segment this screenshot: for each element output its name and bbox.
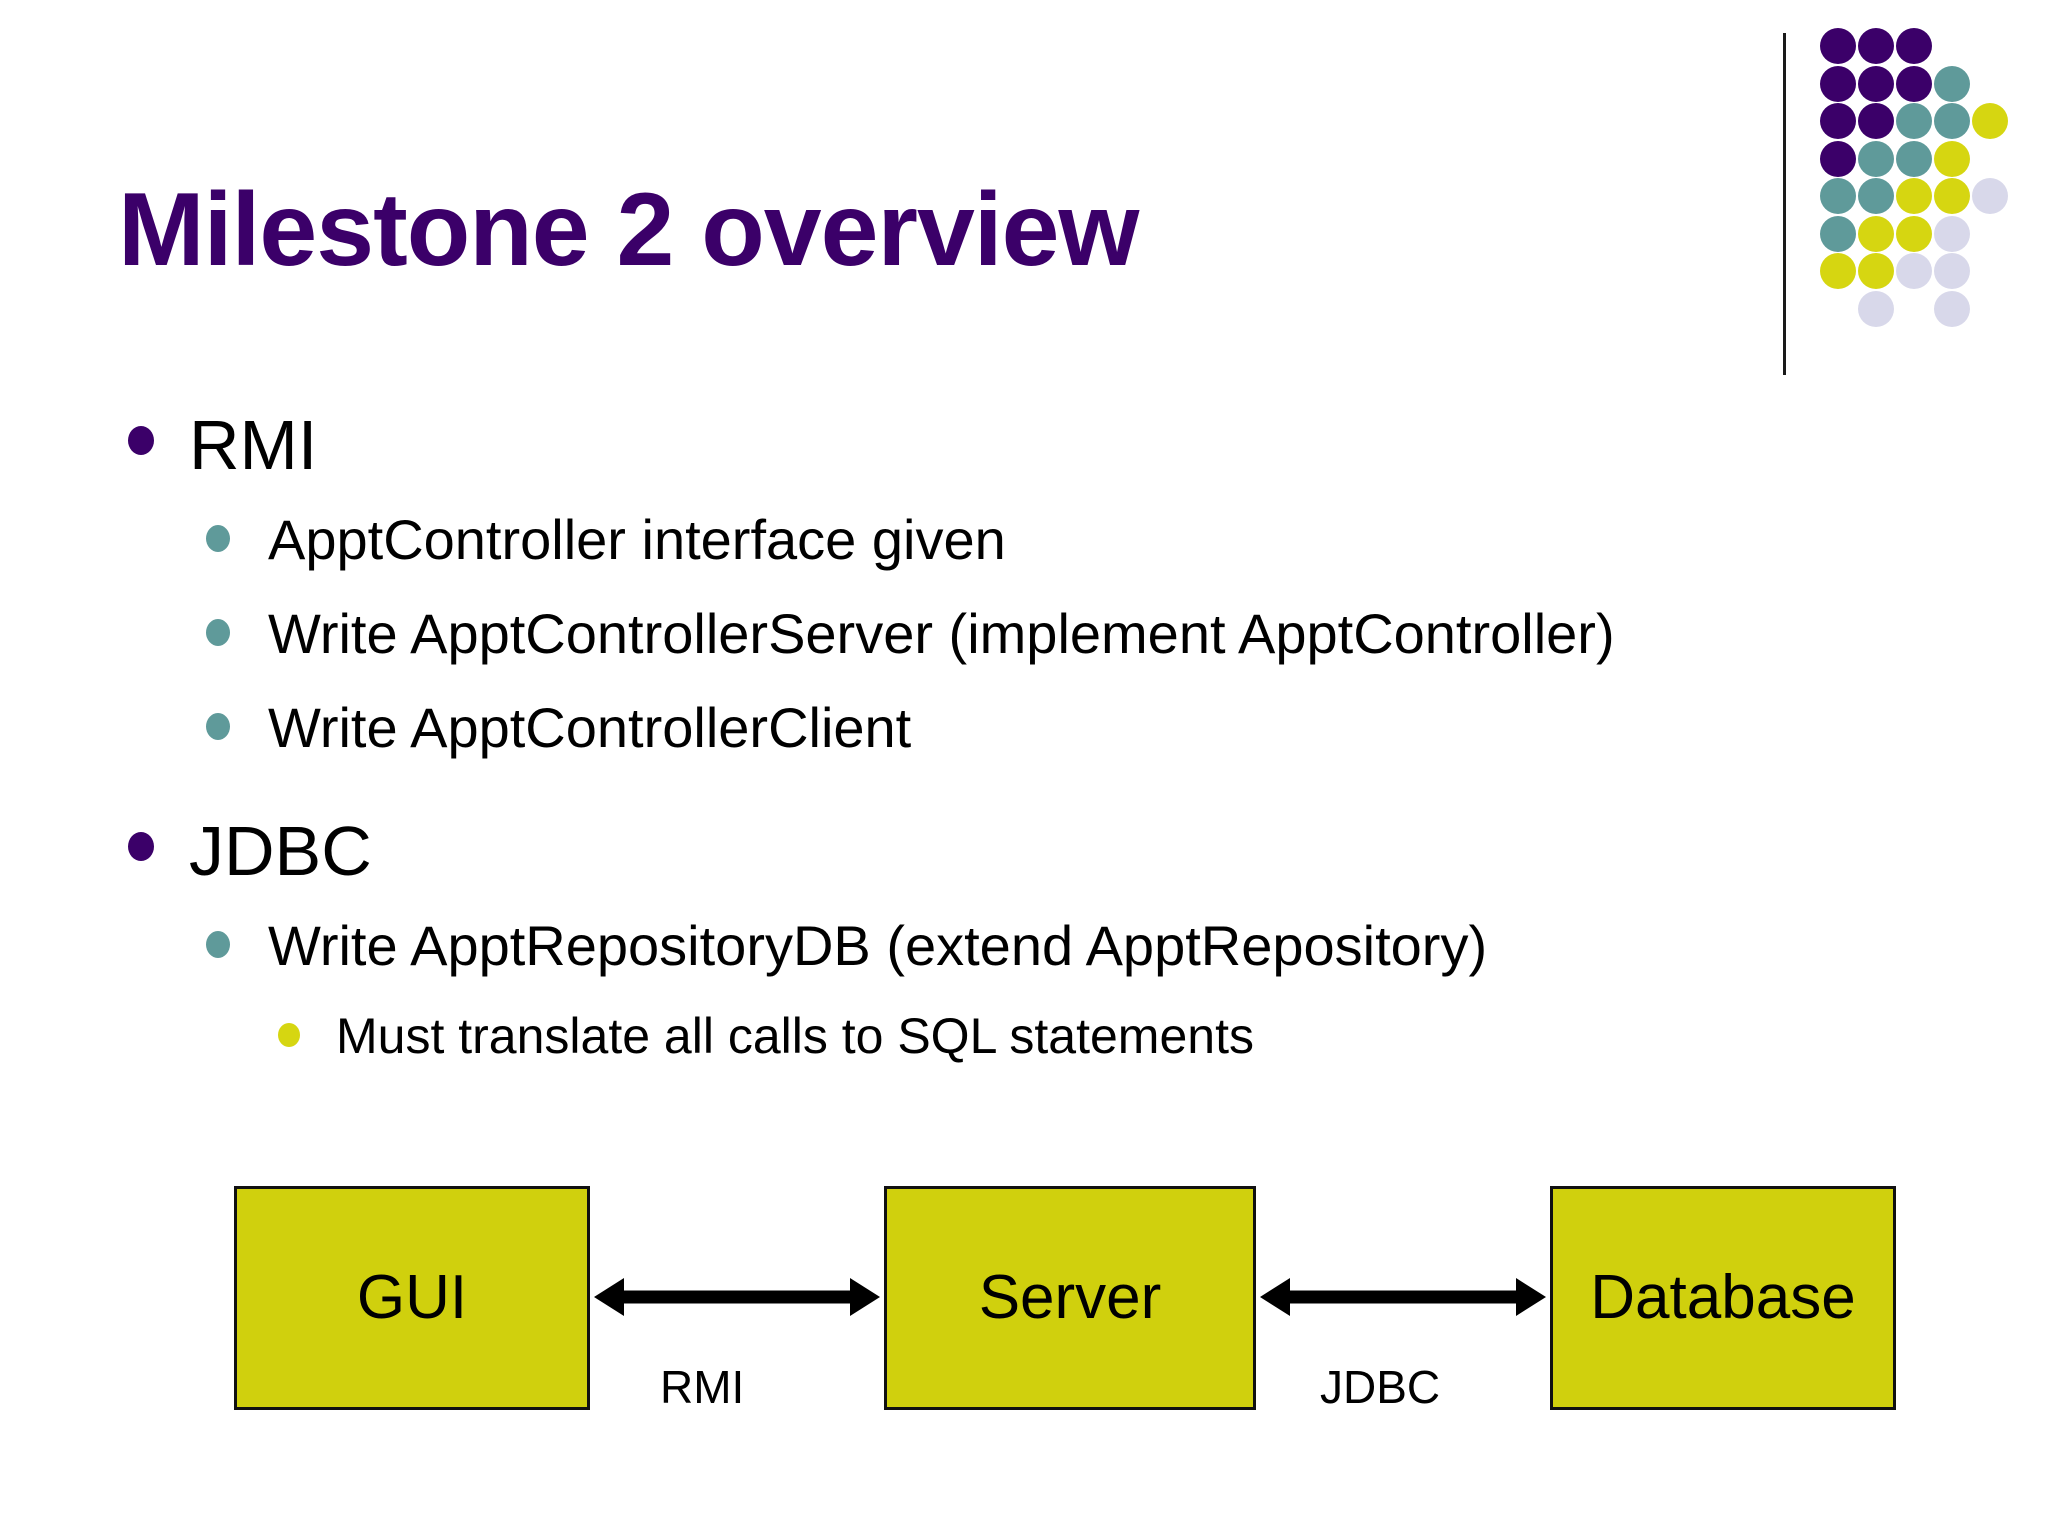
- diagram-box-gui[interactable]: GUI: [234, 1186, 590, 1410]
- bullet-label: Write ApptControllerClient: [268, 696, 912, 759]
- logo-dot-teal: [1934, 103, 1970, 139]
- logo-dot-yellow: [1858, 215, 1894, 252]
- diagram-box-label: Database: [1590, 1263, 1856, 1332]
- bullet-label: Write ApptRepositoryDB (extend ApptRepos…: [268, 914, 1488, 977]
- logo-dot-purple: [1820, 65, 1856, 102]
- logo-dot-purple: [1820, 103, 1856, 139]
- logo-dot-lavender: [1934, 253, 1970, 289]
- diagram-box-label: Server: [978, 1263, 1162, 1332]
- bullet-marker-yellow-icon: [278, 1023, 300, 1047]
- logo-dot-lavender: [1934, 290, 1970, 327]
- bullet-item-write-apptcontrollerclient: Write ApptControllerClient: [108, 686, 2008, 778]
- logo-dot-purple: [1896, 65, 1932, 102]
- logo-dot-yellow: [1934, 140, 1970, 177]
- bullet-item-apptcontroller-interface: ApptController interface given: [108, 498, 2008, 590]
- logo-dot-teal: [1934, 65, 1970, 102]
- bullet-label: Must translate all calls to SQL statemen…: [336, 1008, 1254, 1064]
- logo-dot-teal: [1820, 178, 1856, 214]
- logo-dot-purple: [1858, 28, 1894, 64]
- logo-dot-yellow: [1896, 178, 1932, 214]
- logo-dot-yellow: [1896, 215, 1932, 252]
- logo-dot-yellow: [1934, 178, 1970, 214]
- logo-dot-teal: [1858, 140, 1894, 177]
- logo-dot-lavender: [1934, 215, 1970, 252]
- diagram-box-database[interactable]: Database: [1550, 1186, 1896, 1410]
- bullet-label: JDBC: [189, 812, 372, 890]
- bullet-marker-teal-icon: [206, 525, 230, 552]
- bullet-item-write-apptcontrollerserver: Write ApptControllerServer (implement Ap…: [108, 592, 2008, 684]
- logo-dot-yellow: [1972, 103, 2008, 139]
- logo-dot-purple: [1820, 140, 1856, 177]
- bullet-item-rmi: RMI: [108, 400, 2008, 496]
- logo-dot-lavender: [1972, 178, 2008, 214]
- logo-dot-teal: [1858, 178, 1894, 214]
- diagram-arrow-jdbc-icon: [1260, 1278, 1546, 1316]
- bullet-label: Write ApptControllerServer (implement Ap…: [268, 602, 1615, 665]
- logo-vertical-rule: [1783, 33, 1786, 375]
- page-title: Milestone 2 overview: [118, 172, 1139, 288]
- bullet-label: RMI: [189, 406, 318, 484]
- logo-dot-purple: [1820, 28, 1856, 64]
- logo-dot-lavender: [1858, 290, 1894, 327]
- bullet-item-jdbc: JDBC: [108, 806, 2008, 902]
- bullet-item-must-translate-sql: Must translate all calls to SQL statemen…: [108, 998, 2008, 1084]
- logo-dot-teal: [1820, 215, 1856, 252]
- bullet-item-write-apptrepositorydb: Write ApptRepositoryDB (extend ApptRepos…: [108, 904, 2008, 996]
- diagram-link-label-rmi: RMI: [660, 1361, 745, 1413]
- logo-dot-purple: [1858, 103, 1894, 139]
- logo-dot-grid: [1820, 28, 2035, 358]
- logo-dot-purple: [1858, 65, 1894, 102]
- bullet-marker-teal-icon: [206, 619, 230, 646]
- bullet-marker-teal-icon: [206, 713, 230, 740]
- logo-dot-teal: [1896, 103, 1932, 139]
- bullet-marker-purple-icon: [128, 832, 154, 861]
- logo-dot-teal: [1896, 140, 1932, 177]
- diagram-box-label: GUI: [356, 1263, 468, 1332]
- bullet-marker-teal-icon: [206, 931, 230, 958]
- bullet-list: RMI ApptController interface given Write…: [108, 400, 2008, 1084]
- logo-dot-yellow: [1858, 253, 1894, 289]
- bullet-label: ApptController interface given: [268, 508, 1006, 571]
- logo: [1775, 20, 2035, 380]
- logo-dot-lavender: [1896, 253, 1932, 289]
- diagram-link-label-jdbc: JDBC: [1320, 1361, 1441, 1413]
- logo-dot-yellow: [1820, 253, 1856, 289]
- diagram-box-server[interactable]: Server: [884, 1186, 1256, 1410]
- logo-dot-purple: [1896, 28, 1932, 64]
- diagram-arrow-rmi-icon: [594, 1278, 880, 1316]
- bullet-marker-purple-icon: [128, 426, 154, 455]
